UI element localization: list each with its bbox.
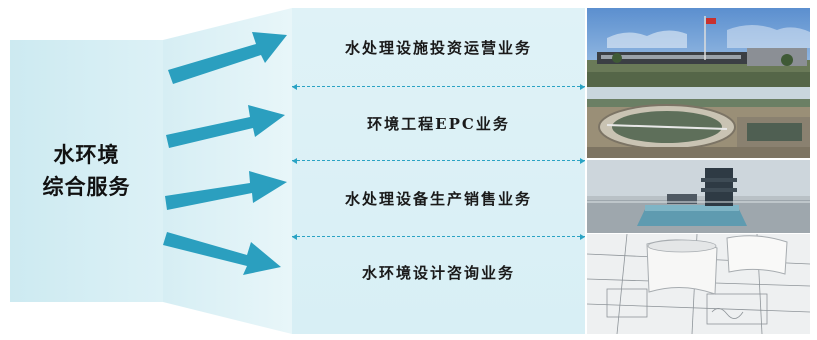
water-treatment-facility-photo (587, 8, 810, 87)
separator-2 (292, 158, 585, 164)
source-box: 水环境 综合服务 (10, 40, 163, 302)
business-label-4: 水环境设计咨询业务 (361, 264, 515, 282)
arrow-4 (163, 232, 281, 275)
arrow-2 (166, 105, 285, 148)
business-item-4: 水环境设计咨询业务 (292, 236, 585, 334)
source-title-line1: 水环境 (53, 143, 120, 167)
business-item-3: 水处理设备生产销售业务 (292, 160, 585, 236)
business-panel: 水处理设施投资运营业务 环境工程EPC业务 水处理设备生产销售业务 水环境设计咨… (292, 8, 585, 334)
arrow-1 (168, 32, 287, 84)
design-blueprints-photo (587, 234, 810, 334)
source-title-line2: 综合服务 (42, 175, 131, 199)
business-label-2: 环境工程EPC业务 (367, 114, 510, 133)
business-label-1: 水处理设施投资运营业务 (344, 38, 532, 57)
business-label-3: 水处理设备生产销售业务 (344, 189, 532, 208)
sedimentation-tank-photo (587, 87, 810, 158)
separator-3 (292, 234, 585, 240)
business-item-2: 环境工程EPC业务 (292, 86, 585, 160)
treatment-equipment-photo (587, 160, 810, 233)
separator-1 (292, 84, 585, 90)
arrow-3 (165, 171, 287, 210)
business-item-1: 水处理设施投资运营业务 (292, 8, 585, 86)
